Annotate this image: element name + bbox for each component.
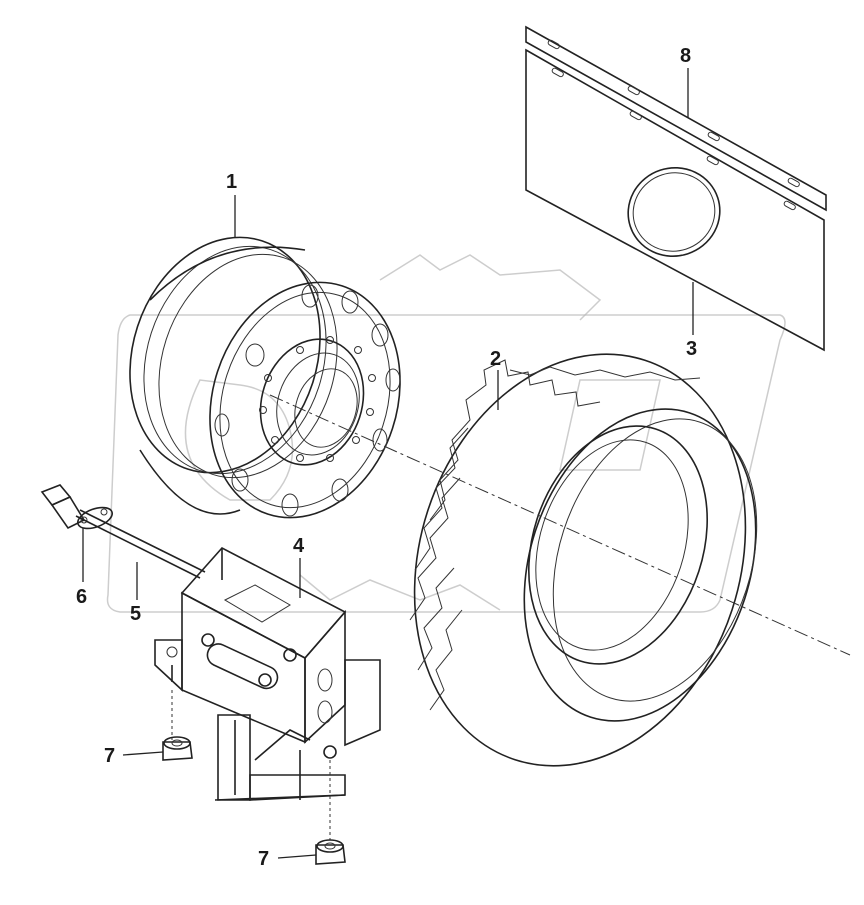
crank-rod [75,509,206,579]
callout-4: 4 [293,535,305,557]
mud-flap-mounting-strip [525,25,827,212]
spare-wheel-carrier-bracket [154,547,381,801]
callout-7a: 7 [104,745,115,767]
callout-label: 7 [104,745,115,767]
callout-1: 1 [226,171,237,193]
callout-7b: 7 [258,848,269,870]
callout-5: 5 [130,603,141,625]
callout-8: 8 [680,45,691,67]
flange-nut [315,760,346,865]
watermark-logo [106,254,786,613]
callout-label: 7 [258,848,269,870]
callout-label: 8 [680,45,691,67]
callout-2: 2 [490,348,501,370]
callout-label: 1 [226,171,237,193]
flange-nut [162,690,193,761]
wheel-rim [129,236,401,519]
leader-lines [82,68,694,859]
callout-3: 3 [686,338,697,360]
callout-label: 2 [490,348,501,370]
callout-label: 3 [686,338,697,360]
wheel-axis-line [269,394,851,656]
rod-end [40,484,113,530]
callout-label: 5 [130,603,141,625]
callout-label: 6 [76,586,87,608]
callout-label: 4 [293,535,305,557]
callout-6: 6 [76,586,87,608]
tire [409,353,758,767]
mud-flap [525,48,825,352]
